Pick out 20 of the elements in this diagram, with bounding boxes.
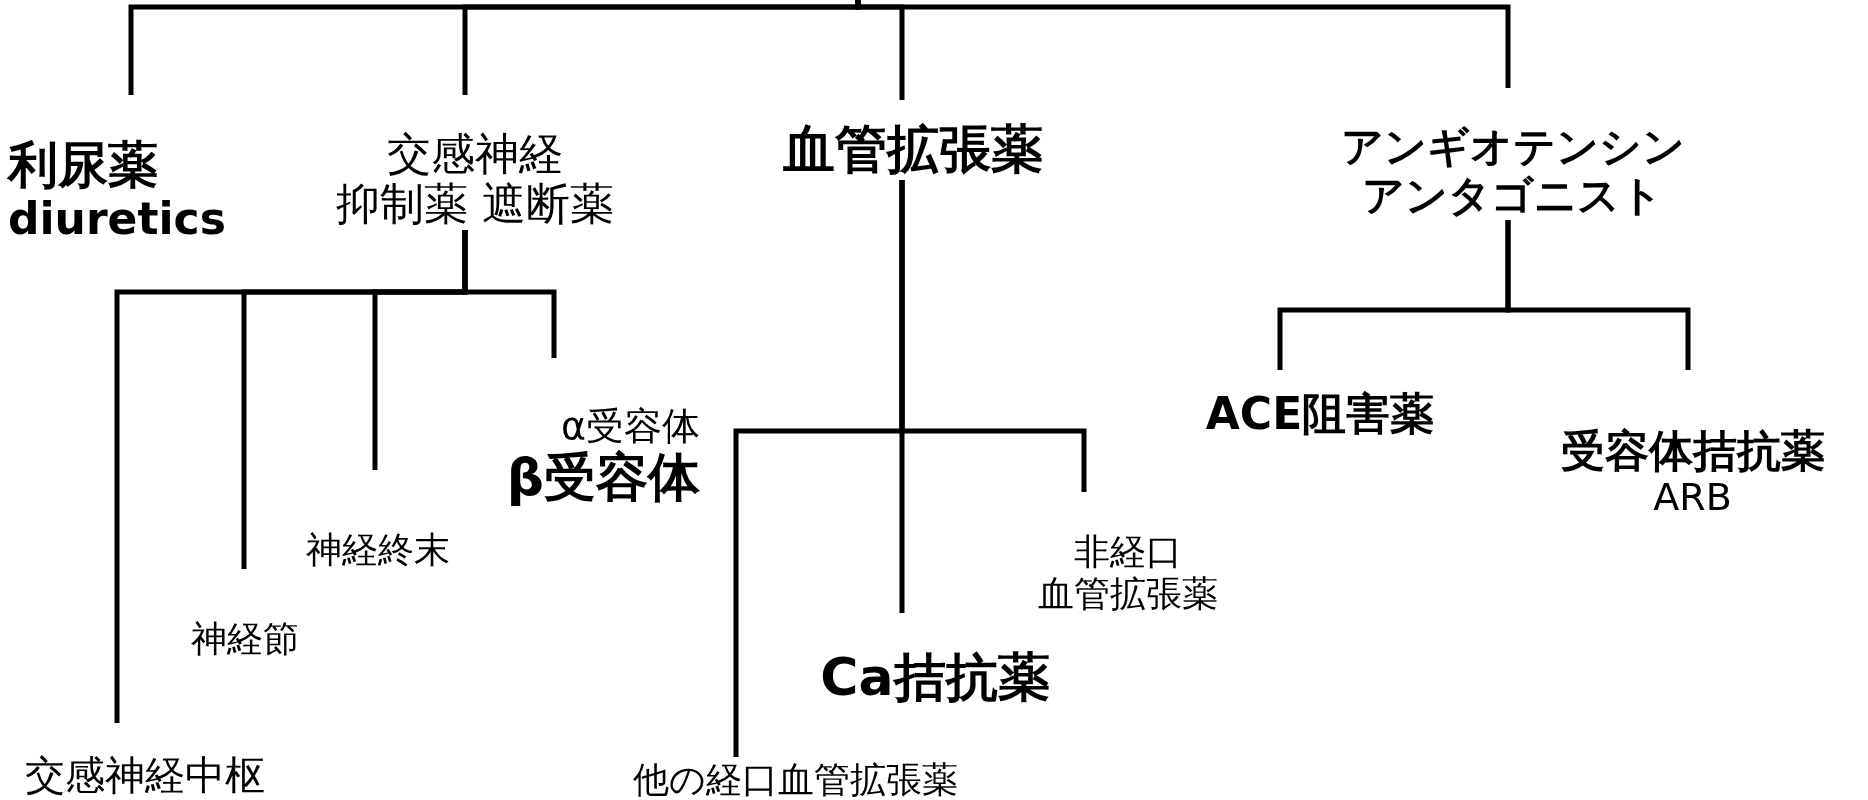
category-label: 神経節 <box>191 617 299 659</box>
category-label: ARB <box>1653 476 1732 520</box>
category-label: ACE阻害薬 <box>1205 389 1435 440</box>
category-label: 利尿薬 <box>8 136 158 195</box>
branch-line <box>899 180 1087 492</box>
category-label: 交感神経中枢 <box>25 752 265 798</box>
category-label: 他の経口血管拡張薬 <box>632 758 958 800</box>
category-label: β受容体 <box>506 448 700 508</box>
category-label: 神経終末 <box>305 528 450 570</box>
category-label: α受容体 <box>560 404 700 449</box>
category-label: Ca拮抗薬 <box>820 648 1050 708</box>
category-label: diuretics <box>8 194 226 245</box>
branch-line <box>855 0 1511 88</box>
branch-line <box>462 230 557 358</box>
category-label: アンギオテンシンアンタゴニスト <box>1340 123 1685 220</box>
branch-line <box>1505 220 1691 370</box>
category-label: 非経口血管拡張薬 <box>1037 531 1218 614</box>
category-label: 交感神経抑制薬 遮断薬 <box>336 128 614 230</box>
category-label: 血管拡張薬 <box>782 120 1043 180</box>
category-label: 受容体拮抗薬 <box>1560 425 1825 477</box>
